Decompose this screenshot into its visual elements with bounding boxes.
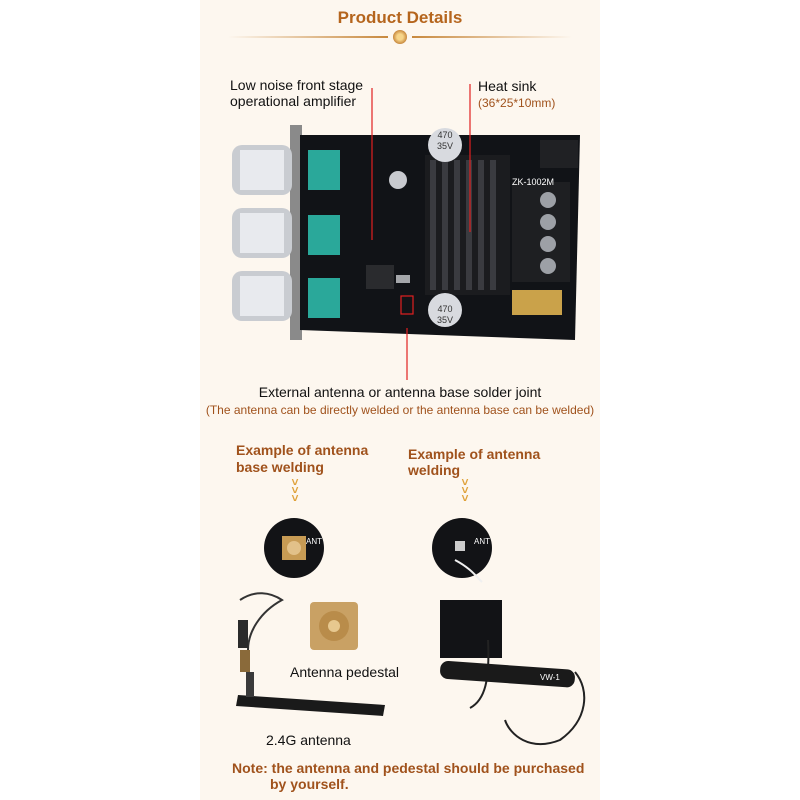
- antenna-label: 2.4G antenna: [266, 732, 351, 748]
- bass-knob-icon: [232, 271, 292, 321]
- wire-antenna-board-icon: [440, 600, 586, 746]
- antenna-pedestal-icon: [310, 602, 358, 650]
- heat-sink-size: (36*25*10mm): [478, 96, 556, 110]
- page-title: Product Details: [337, 8, 463, 27]
- example-base-line2: base welding: [236, 459, 324, 475]
- title-rule-left: [228, 36, 388, 38]
- example-weld-line2: welding: [408, 462, 461, 478]
- wire-antenna-label: VW-1: [540, 673, 560, 682]
- capacitor-voltage-top: 35V: [437, 141, 454, 151]
- capacitor-voltage-bottom: 35V: [437, 315, 454, 325]
- example-base-line1: Example of antenna: [236, 442, 369, 458]
- op-amp-label-line1: Low noise front stage: [230, 77, 364, 93]
- treble-knob-icon: [232, 208, 292, 258]
- board-model-label: ZK-1002M: [512, 177, 555, 187]
- purchase-note-line2: by yourself.: [270, 776, 349, 792]
- heat-sink-icon: [425, 155, 510, 295]
- chevron-down-icon: ˅˅˅: [291, 475, 299, 505]
- antenna-weld-closeup: [432, 518, 492, 583]
- closeup-ant-label-right: ANT: [474, 537, 490, 546]
- antenna-joint-sublabel: (The antenna can be directly welded or t…: [205, 403, 595, 417]
- antenna-joint-label: External antenna or antenna base solder …: [258, 384, 542, 400]
- pedestal-label: Antenna pedestal: [290, 664, 399, 680]
- antenna-base-closeup: [264, 518, 324, 578]
- op-amp-label-line2: operational amplifier: [230, 93, 357, 109]
- purchase-note-line1: Note: the antenna and pedestal should be…: [232, 760, 585, 776]
- example-weld-line1: Example of antenna: [408, 446, 541, 462]
- capacitor-label-top: 470: [437, 130, 453, 140]
- rubber-duck-antenna-icon: [236, 592, 385, 716]
- content-panel: [200, 0, 600, 800]
- capacitor-label-bottom: 470: [437, 304, 453, 314]
- title-rule-right: [412, 36, 572, 38]
- volume-knob-icon: [232, 145, 292, 195]
- title-ornament-icon: [393, 30, 407, 44]
- closeup-ant-label-left: ANT: [306, 537, 322, 546]
- chevron-down-icon: ˅˅˅: [461, 475, 469, 505]
- purchase-note: Note: the antenna and pedestal should be…: [232, 760, 592, 792]
- heat-sink-label: Heat sink: [478, 78, 537, 94]
